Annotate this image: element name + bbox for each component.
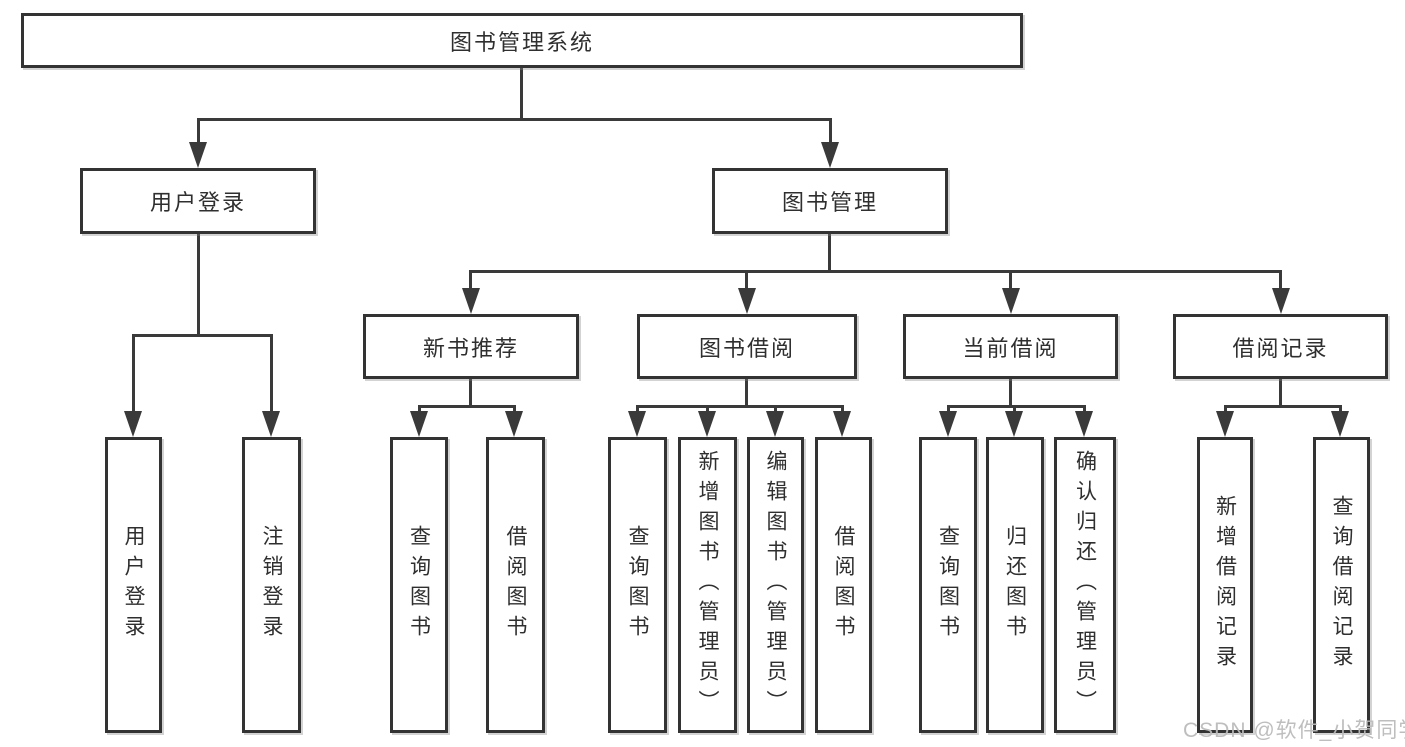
leaf-recommend-query-books-label: 查询图书 xyxy=(407,525,431,645)
arrow-down-icon xyxy=(262,411,280,437)
arrow-down-icon xyxy=(821,142,839,168)
node-user-login-label: 用户登录 xyxy=(149,190,246,215)
leaf-borrow-query-books: 查询图书 xyxy=(608,437,667,733)
connector-line xyxy=(132,334,135,411)
leaf-logout-label: 注销登录 xyxy=(260,525,283,645)
arrow-down-icon xyxy=(1216,411,1234,437)
connector-line xyxy=(1279,270,1282,290)
connector-line xyxy=(469,379,472,407)
arrow-down-icon xyxy=(766,411,784,437)
leaf-recommend-borrow-books: 借阅图书 xyxy=(486,437,545,733)
connector-line xyxy=(947,405,950,414)
leaf-recommend-borrow-books-label: 借阅图书 xyxy=(504,525,527,645)
node-new-book-recommend: 新书推荐 xyxy=(363,314,579,379)
node-new-book-recommend-label: 新书推荐 xyxy=(422,335,519,361)
connector-line xyxy=(197,234,200,337)
connector-line xyxy=(418,405,516,408)
node-book-borrow-label: 图书借阅 xyxy=(698,335,795,361)
arrow-down-icon xyxy=(698,411,716,437)
node-book-borrow: 图书借阅 xyxy=(637,314,857,379)
connector-line xyxy=(1009,379,1012,407)
leaf-current-query-books: 查询图书 xyxy=(919,437,977,733)
node-borrow-records: 借阅记录 xyxy=(1173,314,1388,379)
connector-line xyxy=(1339,405,1342,414)
node-current-borrow-label: 当前借阅 xyxy=(962,335,1059,361)
node-root-system: 图书管理系统 xyxy=(21,13,1023,68)
leaf-borrow-query-books-label: 查询图书 xyxy=(626,525,649,645)
arrow-down-icon xyxy=(1075,411,1093,437)
leaf-add-borrow-record-label: 新增借阅记录 xyxy=(1213,495,1237,675)
connector-line xyxy=(829,118,832,146)
connector-line xyxy=(947,405,1086,408)
connector-line xyxy=(1013,405,1016,414)
connector-line xyxy=(706,405,709,414)
arrow-down-icon xyxy=(410,411,428,437)
leaf-current-query-books-label: 查询图书 xyxy=(936,525,960,645)
leaf-add-books-admin-label: 新增图书（管理员） xyxy=(696,450,719,720)
leaf-confirm-return-admin: 确认归还（管理员） xyxy=(1054,437,1116,733)
node-root-system-label: 图书管理系统 xyxy=(449,29,594,55)
connector-line xyxy=(520,68,523,119)
leaf-query-borrow-record-label: 查询借阅记录 xyxy=(1330,495,1353,675)
arrow-down-icon xyxy=(1002,288,1020,314)
arrow-down-icon xyxy=(738,288,756,314)
connector-line xyxy=(745,270,748,290)
leaf-borrow-books: 借阅图书 xyxy=(815,437,872,733)
leaf-add-books-admin: 新增图书（管理员） xyxy=(678,437,737,733)
leaf-borrow-books-label: 借阅图书 xyxy=(832,525,855,645)
leaf-user-login: 用户登录 xyxy=(105,437,162,733)
connector-line xyxy=(841,405,844,414)
arrow-down-icon xyxy=(1272,288,1290,314)
connector-line xyxy=(197,118,831,121)
leaf-recommend-query-books: 查询图书 xyxy=(390,437,448,733)
arrow-down-icon xyxy=(189,142,207,168)
connector-line xyxy=(1224,405,1342,408)
arrow-down-icon xyxy=(505,411,523,437)
leaf-return-books-label: 归还图书 xyxy=(1003,525,1027,645)
connector-line xyxy=(636,405,639,414)
node-user-login: 用户登录 xyxy=(80,168,316,234)
node-borrow-records-label: 借阅记录 xyxy=(1232,335,1329,361)
arrow-down-icon xyxy=(124,411,142,437)
connector-line xyxy=(1009,270,1012,290)
connector-line xyxy=(469,270,472,290)
connector-line xyxy=(469,270,1282,273)
arrow-down-icon xyxy=(462,288,480,314)
connector-line xyxy=(418,405,421,414)
arrow-down-icon xyxy=(628,411,646,437)
connector-line xyxy=(270,334,273,411)
leaf-edit-books-admin: 编辑图书（管理员） xyxy=(747,437,804,733)
leaf-user-login-label: 用户登录 xyxy=(122,525,145,645)
arrow-down-icon xyxy=(939,411,957,437)
connector-line xyxy=(132,334,273,337)
connector-line xyxy=(513,405,516,414)
connector-line xyxy=(774,405,777,414)
csdn-watermark: CSDN @软件_小贺同学 xyxy=(1183,719,1405,742)
leaf-logout: 注销登录 xyxy=(242,437,301,733)
leaf-edit-books-admin-label: 编辑图书（管理员） xyxy=(764,450,787,720)
leaf-add-borrow-record: 新增借阅记录 xyxy=(1197,437,1253,733)
connector-line xyxy=(745,379,748,407)
arrow-down-icon xyxy=(1331,411,1349,437)
arrow-down-icon xyxy=(833,411,851,437)
arrow-down-icon xyxy=(1005,411,1023,437)
leaf-query-borrow-record: 查询借阅记录 xyxy=(1313,437,1370,733)
connector-line xyxy=(828,234,831,272)
leaf-confirm-return-admin-label: 确认归还（管理员） xyxy=(1073,450,1097,720)
leaf-return-books: 归还图书 xyxy=(986,437,1044,733)
connector-line xyxy=(636,405,844,408)
connector-line xyxy=(197,118,200,146)
connector-line xyxy=(1279,379,1282,407)
connector-line xyxy=(1083,405,1086,414)
node-current-borrow: 当前借阅 xyxy=(903,314,1118,379)
node-book-management: 图书管理 xyxy=(712,168,948,234)
node-book-management-label: 图书管理 xyxy=(781,190,878,215)
connector-line xyxy=(1224,405,1227,414)
